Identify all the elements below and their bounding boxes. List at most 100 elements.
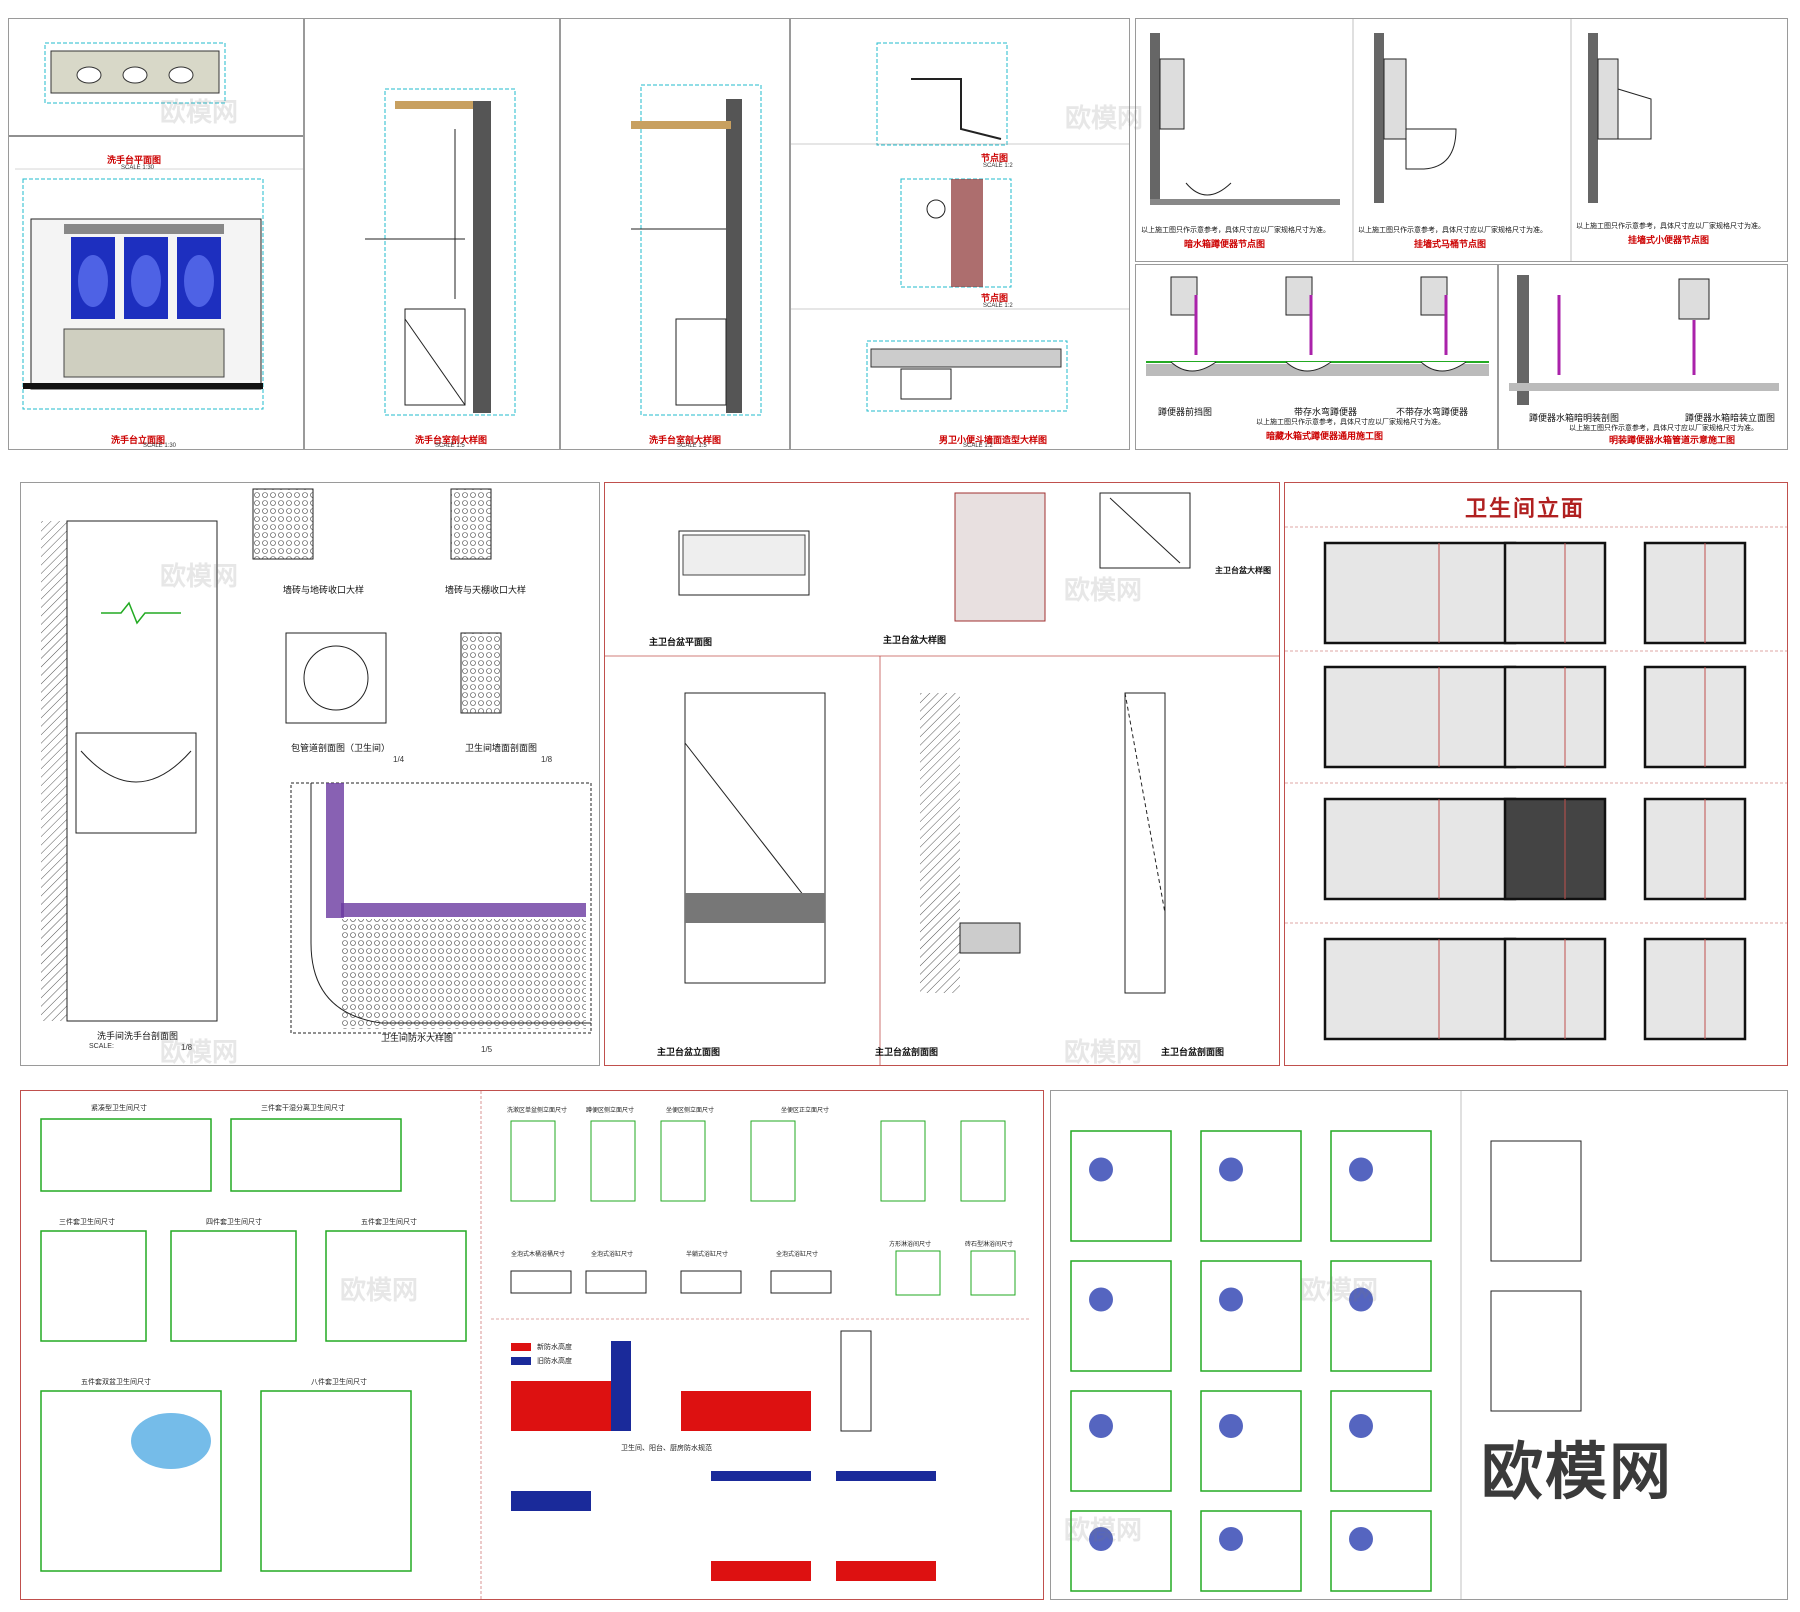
legend-old: 旧防水高度 (537, 1358, 572, 1365)
watermark: 欧模网 (1064, 1515, 1143, 1545)
title: 方形淋浴间尺寸 (889, 1242, 932, 1248)
title: 坐便区侧立面尺寸 (666, 1108, 715, 1114)
watermark: 欧模网 (1065, 103, 1144, 133)
label: 带存水弯蹲便器 (1294, 407, 1358, 417)
title: 蹲便区侧立面尺寸 (586, 1108, 635, 1114)
sheet-toilet-nodes: 以上施工图只作示意参考，具体尺寸应以厂家规格尺寸为准。 暗水箱蹲便器节点图 以上… (1135, 18, 1788, 262)
scale-label: SCALE 1:5 (677, 443, 707, 449)
detail-title: 卫生间防水大样图 (381, 1033, 454, 1043)
scale-word: SCALE: (89, 1043, 114, 1050)
section-a-drawing (365, 88, 516, 416)
elevation-panel (1643, 937, 1747, 1041)
title: 砖石型淋浴间尺寸 (965, 1242, 1014, 1248)
layout-room (1200, 1510, 1302, 1592)
caption: 主卫台盆平面图 (649, 637, 713, 647)
elevation-panel (1643, 541, 1747, 645)
sheet-washbasin-plan: 洗手台平面图 SCALE 1:30 洗手台立面图 SCALE 1:30 (8, 18, 304, 450)
elevation-panel (1503, 665, 1607, 769)
toilet-node-drawings (1150, 19, 1652, 261)
waterproof-title: 卫生间、阳台、厨房防水规范 (621, 1445, 712, 1452)
watermark: 欧模网 (160, 97, 239, 127)
note: 以上施工图只作示意参考，具体尺寸应以厂家规格尺寸为准。 (1576, 223, 1765, 230)
sheet-bottom-left: 紧凑型卫生间尺寸 三件套干湿分离卫生间尺寸 三件套卫生间尺寸 四件套卫生间尺寸 … (20, 1090, 1044, 1600)
title: 紧凑型卫生间尺寸 (91, 1105, 147, 1112)
title: 全泡式浴缸尺寸 (591, 1252, 634, 1258)
caption: 节点图 (981, 153, 1009, 163)
scale-label: SCALE 1:2 (983, 163, 1013, 169)
scale-label: 1/8 (181, 1043, 193, 1052)
elevations-title: 卫生间立面 (1465, 496, 1586, 521)
legend-new: 新防水高度 (537, 1344, 572, 1351)
elevation-panel (1323, 797, 1517, 901)
caption: 挂墙式小便器节点图 (1628, 235, 1710, 245)
title: 三件套卫生间尺寸 (59, 1219, 115, 1226)
label: 不带存水弯蹲便器 (1396, 407, 1469, 417)
caption: 明装蹲便器水箱管道示意施工图 (1609, 435, 1736, 445)
scale-label: SCALE 1:5 (435, 443, 465, 449)
layout-room (1200, 1390, 1302, 1492)
watermark: 欧模网 (1300, 1275, 1379, 1305)
watermark: 欧模网 (160, 561, 239, 591)
sheet-mid-center: 主卫台盆平面图 主卫台盆大样图 主卫台盆大样图 主卫台盆立面图 主卫台盆剖面图 … (604, 482, 1280, 1066)
caption: 洗手台立面图 (111, 435, 166, 445)
sheet-tank: 蹲便器水箱暗明装剖图 蹲便器水箱暗装立面图 以上施工图只作示意参考，具体尺寸应以… (1498, 264, 1788, 450)
detail-title: 墙砖与天棚收口大样 (445, 585, 527, 595)
sheet-section-b: 洗手台室剖大样图 SCALE 1:5 (560, 18, 790, 450)
detail-title: 包管道剖面图（卫生间） (291, 743, 391, 753)
layout-room (1070, 1260, 1172, 1372)
squat-drawing (1146, 276, 1489, 376)
scale-label: SCALE 1:30 (121, 165, 155, 171)
bottom-left-drawings (40, 1091, 1031, 1599)
caption: 主卫台盆剖面图 (1161, 1047, 1225, 1057)
elevation-panel (1503, 937, 1607, 1041)
watermark: 欧模网 (160, 1037, 239, 1067)
scale-label: 1/4 (393, 755, 405, 764)
elevation-grid (1285, 526, 1787, 1041)
caption: 主卫台盆大样图 (883, 635, 947, 645)
title: 半躺式浴缸尺寸 (686, 1252, 729, 1258)
title: 八件套卫生间尺寸 (311, 1379, 367, 1386)
elevation-panel (1503, 797, 1607, 901)
caption: 暗藏水箱式蹲便器通用施工图 (1266, 431, 1384, 441)
sheet-squat: 蹲便器前挡图 带存水弯蹲便器 不带存水弯蹲便器 以上施工图只作示意参考，具体尺寸… (1135, 264, 1498, 450)
node-drawings (791, 42, 1129, 412)
title: 五件套双盆卫生间尺寸 (81, 1379, 151, 1386)
watermark: 欧模网 (1064, 1037, 1143, 1067)
detail-title: 洗手间洗手台剖面图 (97, 1031, 179, 1041)
watermark: 欧模网 (340, 1275, 419, 1305)
note: 以上施工图只作示意参考，具体尺寸应以厂家规格尺寸为准。 (1141, 227, 1330, 234)
caption: 主卫台盆立面图 (657, 1047, 721, 1057)
title: 全泡式木桶浴桶尺寸 (511, 1252, 566, 1258)
label: 蹲便器前挡图 (1158, 407, 1213, 417)
label: 蹲便器水箱暗装立面图 (1685, 413, 1776, 423)
scale-label: SCALE 1:2 (963, 443, 993, 449)
elevation-panel (1323, 937, 1517, 1041)
sheet-bottom-right: 欧模网 (1050, 1090, 1788, 1600)
layout-room (1330, 1260, 1432, 1372)
scale-label: 1/5 (481, 1045, 493, 1054)
tank-drawing (1509, 275, 1779, 405)
caption: 主卫台盆大样图 (1215, 566, 1271, 575)
note: 以上施工图只作示意参考，具体尺寸应以厂家规格尺寸为准。 (1358, 227, 1547, 234)
logo: 欧模网 (1481, 1438, 1674, 1507)
sheet-nodes: 节点图 SCALE 1:2 节点图 SCALE 1:2 男卫小便斗墙面造型大样图… (790, 18, 1130, 450)
watermark: 欧模网 (1064, 575, 1143, 605)
caption: 男卫小便斗墙面造型大样图 (939, 435, 1048, 445)
detail-title: 墙砖与地砖收口大样 (283, 585, 365, 595)
elevation-panel (1323, 541, 1517, 645)
note: 以上施工图只作示意参考，具体尺寸应以厂家规格尺寸为准。 (1569, 425, 1758, 432)
note: 以上施工图只作示意参考，具体尺寸应以厂家规格尺寸为准。 (1256, 419, 1445, 426)
sheet-section-a: 洗手台室剖大样图 SCALE 1:5 (304, 18, 560, 450)
caption: 洗手台室剖大样图 (415, 435, 488, 445)
title: 坐便区正立面尺寸 (781, 1108, 830, 1114)
layout-room (1330, 1510, 1432, 1592)
layout-room (1070, 1510, 1172, 1592)
scale-label: 1/8 (541, 755, 553, 764)
caption: 洗手台平面图 (107, 155, 162, 165)
caption: 暗水箱蹲便器节点图 (1184, 239, 1266, 249)
title: 全泡式浴缸尺寸 (776, 1252, 819, 1258)
caption: 挂墙式马桶节点图 (1414, 239, 1487, 249)
elevation-panel (1323, 665, 1517, 769)
mid-center-drawings (605, 492, 1279, 1065)
title: 洗漱区单盆侧立面尺寸 (507, 1108, 568, 1114)
